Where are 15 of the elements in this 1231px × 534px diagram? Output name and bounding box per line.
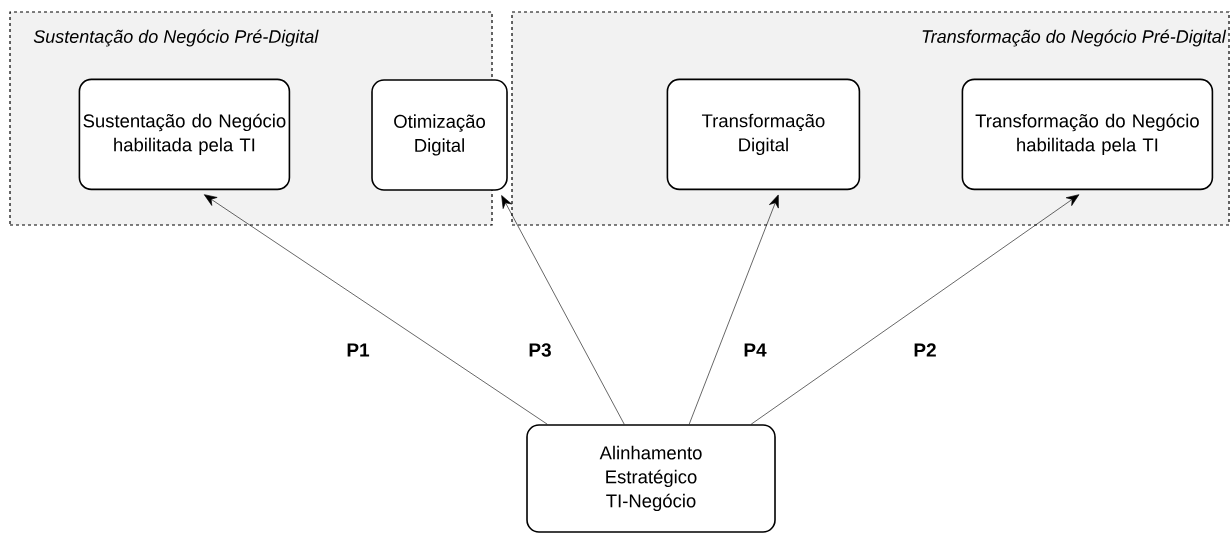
edge-label: P2 — [914, 343, 936, 357]
process-box: Transformação Digital — [666, 78, 861, 191]
arrow — [501, 195, 625, 425]
arrow — [688, 194, 779, 425]
edge-label: P1 — [347, 343, 370, 357]
process-box: Transformação do Negócio habilitada pela TI — [961, 78, 1214, 191]
edge-label: P3 — [529, 343, 551, 357]
process-box: Sustentação do Negócio habilitada pela TI — [78, 78, 291, 191]
edge-label: P4 — [744, 343, 767, 357]
group-title: Sustentação do Negócio Pré-Digital — [33, 29, 319, 47]
group-title: Transformação do Negócio Pré-Digital — [922, 29, 1227, 47]
arrow — [750, 194, 1080, 425]
arrow — [204, 194, 548, 425]
process-box: Otimização Digital — [371, 79, 508, 191]
process-box: Alinhamento Estratégico TI-Negócio — [526, 424, 776, 533]
